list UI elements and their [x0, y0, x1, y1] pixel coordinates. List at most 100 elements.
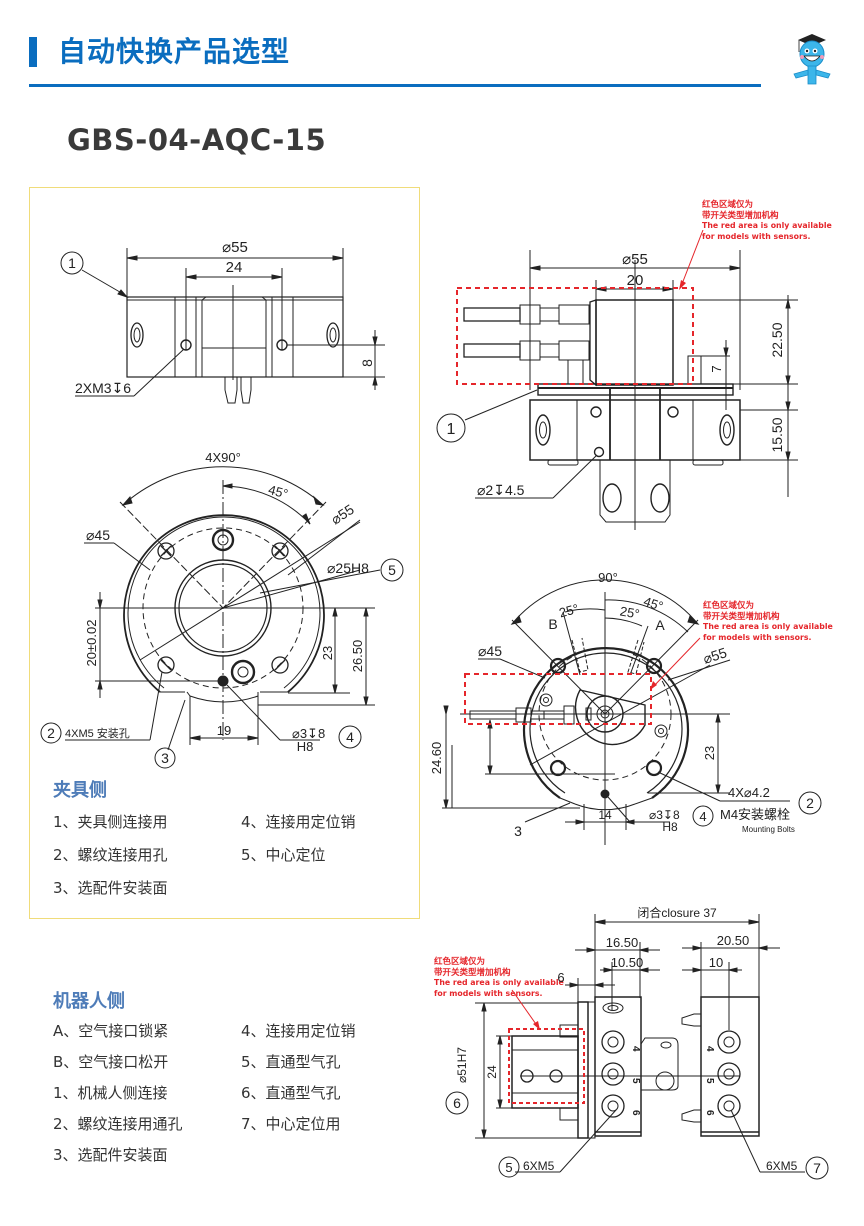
port-label-4: 4 [630, 1046, 641, 1052]
robot-side-top-view: 90° 45° 25° 25° B A ⌀45 ⌀55 24.60 23 14 … [420, 560, 860, 850]
list-item: 1、机械人侧连接 [53, 1084, 168, 1102]
dim-22-50: 22.50 [769, 322, 785, 357]
port-label-4-right: 4 [704, 1046, 715, 1052]
dim-closure-37: 闭合closure 37 [637, 905, 717, 920]
sensor-note-2: 红色区域仅为 带开关类型增加机构 The red area is only av… [703, 601, 833, 643]
list-item: 4、连接用定位销 [241, 1022, 356, 1040]
sensor-note-cn-2: 带开关类型增加机构 [703, 611, 780, 622]
header-accent-bar [29, 37, 37, 67]
dim-dia-45: ⌀45 [86, 527, 110, 543]
robot-side-title: 机器人侧 [53, 991, 125, 1012]
sensor-note-cn-2: 带开关类型增加机构 [702, 210, 779, 221]
dim-23: 23 [702, 746, 717, 760]
dim-20-50: 20.50 [717, 933, 750, 948]
dim-6: 6 [557, 970, 564, 985]
mount-spec: 4XM5 安装孔 [65, 726, 130, 740]
bolt-holes-spec: 4X⌀4.2 [728, 785, 770, 800]
dim-10: 10 [709, 955, 723, 970]
dim-15-50: 15.50 [769, 417, 785, 452]
dim-20: 20 [627, 272, 644, 289]
callout-1: 1 [68, 255, 76, 271]
dim-24: 24 [226, 259, 243, 276]
dim-14: 14 [598, 808, 612, 822]
callout-4: 4 [699, 809, 706, 824]
port-b-label: B [548, 616, 557, 632]
dim-dia-55: ⌀55 [622, 251, 648, 268]
angle-45: 45° [642, 594, 665, 614]
robot-side-list: A、空气接口锁紧 B、空气接口松开 1、机械人侧连接 2、螺纹连接用通孔 3、选… [53, 1020, 413, 1170]
list-item: 5、中心定位 [241, 846, 326, 864]
dim-24: 24 [485, 1065, 499, 1079]
pin-fit: H8 [297, 739, 314, 754]
callout-6: 6 [453, 1095, 461, 1111]
tool-side-list: 1、夹具侧连接用 2、螺纹连接用孔 3、选配件安装面 4、连接用定位销 5、中心… [53, 811, 413, 901]
dim-10-50: 10.50 [611, 955, 644, 970]
callout-5: 5 [505, 1160, 512, 1175]
sensor-note-en-2: for models with sensors. [702, 231, 811, 241]
list-item: 7、中心定位用 [241, 1115, 341, 1133]
sensor-note-3: 红色区域仅为 带开关类型增加机构 The red area is only av… [434, 957, 564, 999]
dim-dia-25h8: ⌀25H8 [327, 560, 369, 576]
callout-3: 3 [514, 823, 522, 839]
list-item: 1、夹具侧连接用 [53, 813, 168, 831]
list-item: 2、螺纹连接用通孔 [53, 1115, 183, 1133]
callout-7: 7 [813, 1160, 821, 1176]
pin-fit: H8 [662, 820, 678, 834]
dim-7: 7 [709, 365, 724, 372]
dim-dia-51h7: ⌀51H7 [455, 1047, 469, 1083]
list-item: 3、选配件安装面 [53, 879, 168, 897]
dim-dia-55: ⌀55 [328, 501, 357, 528]
thread-7-spec: 6XM5 [766, 1159, 798, 1173]
port-label-5-right: 5 [704, 1078, 715, 1084]
list-item: A、空气接口锁紧 [53, 1022, 169, 1040]
pin-spec: ⌀3↧8 [292, 726, 325, 741]
page-title: 自动快换产品选型 [58, 35, 291, 68]
thread-spec: 2XM3↧6 [75, 380, 131, 396]
sensor-note-en-1: The red area is only available [703, 622, 833, 631]
robot-side-side-view: 闭合closure 37 16.50 10.50 20.50 10 6 24 ⌀… [420, 900, 860, 1210]
angle-25-a: 25° [619, 603, 641, 621]
sensor-note-1: 红色区域仅为 带开关类型增加机构 The red area is only av… [702, 200, 832, 242]
angle-45: 45° [267, 482, 290, 502]
list-item: 4、连接用定位销 [241, 813, 356, 831]
thread-5-spec: 6XM5 [523, 1159, 555, 1173]
sensor-note-en-2: for models with sensors. [434, 988, 543, 998]
callout-5: 5 [388, 562, 396, 578]
list-item: 2、螺纹连接用孔 [53, 846, 168, 864]
list-item: B、空气接口松开 [53, 1053, 169, 1071]
sensor-note-en-2: for models with sensors. [703, 632, 812, 642]
callout-2: 2 [47, 725, 55, 741]
sensor-note-cn-1: 红色区域仅为 [434, 957, 486, 967]
dim-dia-45: ⌀45 [478, 643, 502, 659]
dim-dia-55: ⌀55 [701, 644, 729, 667]
tool-side-front-view: 1 ⌀55 24 8 2XM3↧6 [30, 190, 420, 420]
pin-spec: ⌀3↧8 [649, 808, 680, 822]
sensor-note-cn-1: 红色区域仅为 [703, 601, 755, 611]
callout-4: 4 [346, 729, 354, 745]
dim-23: 23 [320, 646, 335, 660]
callout-3: 3 [161, 750, 169, 766]
port-a-label: A [655, 617, 665, 633]
port-label-5: 5 [630, 1078, 641, 1084]
robot-side-front-view: ⌀55 20 22.50 7 15.50 1 ⌀2↧4.5 [420, 230, 860, 530]
angle-4x90: 4X90° [205, 450, 241, 465]
dim-19: 19 [217, 723, 231, 738]
sensor-note-cn-2: 带开关类型增加机构 [434, 967, 511, 978]
angle-25-b: 25° [557, 601, 580, 621]
port-label-6-right: 6 [704, 1110, 715, 1116]
sensor-note-en-1: The red area is only available [434, 978, 564, 987]
mounting-bolts-en: Mounting Bolts [742, 825, 795, 834]
sensor-note-en-1: The red area is only available [702, 221, 832, 230]
list-item: 6、直通型气孔 [241, 1084, 341, 1102]
callout-2: 2 [806, 795, 814, 811]
tool-side-title: 夹具侧 [53, 780, 107, 801]
port-label-6: 6 [630, 1110, 641, 1116]
angle-90: 90° [598, 570, 618, 585]
dim-dia-55: ⌀55 [222, 239, 248, 256]
dim-24-60: 24.60 [429, 742, 444, 775]
tool-side-top-view: 4X90° 45° ⌀45 ⌀55 ⌀25H8 5 20±0.02 23 26.… [30, 440, 420, 780]
model-number: GBS-04-AQC-15 [67, 123, 327, 157]
list-item: 3、选配件安装面 [53, 1146, 168, 1164]
header-divider [29, 84, 761, 87]
tool-side-panel [29, 187, 420, 919]
